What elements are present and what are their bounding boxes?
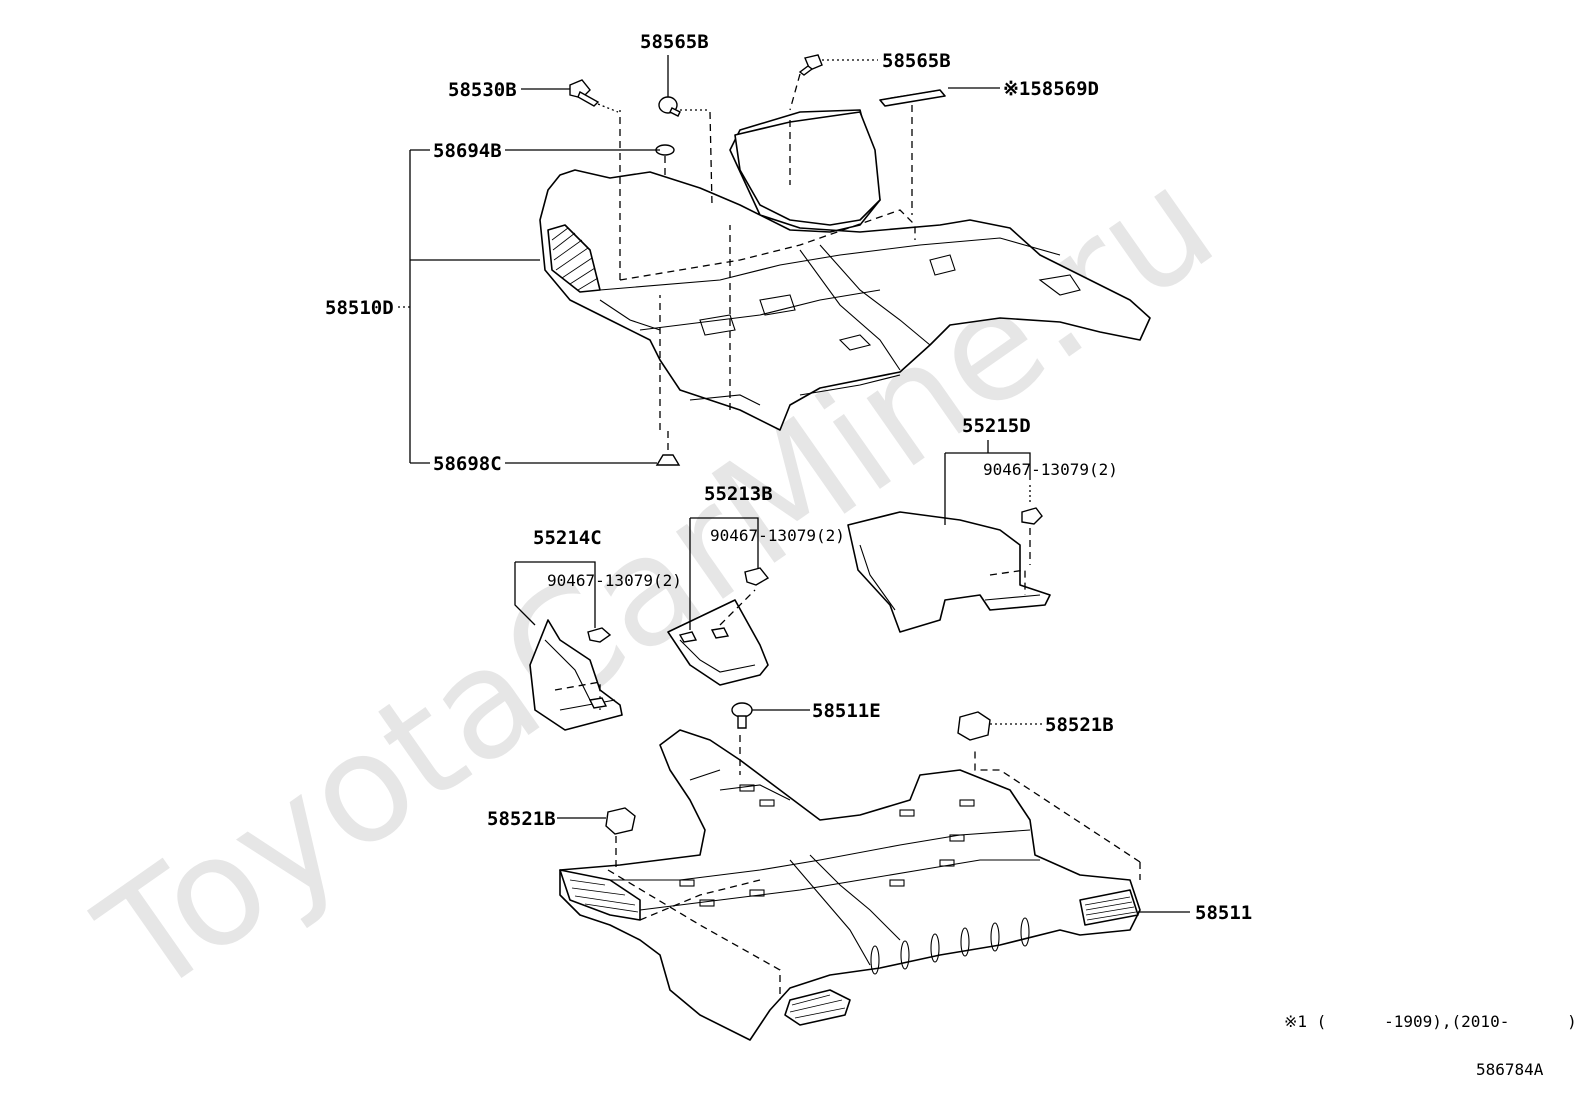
leader-lines-upper — [398, 55, 1000, 464]
part-58569D — [879, 89, 946, 107]
clip-58511E — [731, 702, 753, 729]
mat-55215D — [847, 440, 1051, 633]
footnote: ※1 ( -1909),(2010- ) — [1284, 1012, 1577, 1031]
label-58565B-a: 58565B — [640, 31, 709, 53]
label-58530B: 58530B — [448, 79, 517, 101]
label-58565B-b: 58565B — [882, 50, 951, 72]
label-55215D: 55215D — [962, 415, 1031, 437]
mat-55214C — [514, 561, 623, 731]
label-58511: 58511 — [1195, 902, 1252, 924]
label-55214C: 55214C — [533, 527, 602, 549]
fastener-58530B — [569, 79, 600, 107]
floor-carpet-lower — [559, 729, 1141, 1041]
label-90467-c: 90467-13079(2) — [983, 460, 1118, 479]
label-58511E: 58511E — [812, 700, 881, 722]
label-58694B: 58694B — [433, 140, 502, 162]
label-58569D: ※158569D — [1003, 78, 1099, 100]
leader-lines-lower — [557, 709, 1190, 913]
floor-carpet-upper — [539, 109, 1151, 431]
label-90467-a: 90467-13079(2) — [547, 571, 682, 590]
label-58510D: 58510D — [325, 297, 394, 319]
label-58698C: 58698C — [433, 453, 502, 475]
diagram-id: 586784A — [1476, 1060, 1544, 1079]
label-58521B-right: 58521B — [1045, 714, 1114, 736]
clip-58521B-left — [605, 807, 636, 835]
fastener-58565B-a — [658, 96, 681, 117]
label-55213B: 55213B — [704, 483, 773, 505]
clip-58521B-right — [957, 711, 991, 741]
mat-55213B — [667, 517, 770, 686]
label-58521B-left: 58521B — [487, 808, 556, 830]
clip-58698C — [655, 454, 681, 466]
fastener-58565B-b — [798, 54, 823, 76]
label-90467-b: 90467-13079(2) — [710, 526, 845, 545]
